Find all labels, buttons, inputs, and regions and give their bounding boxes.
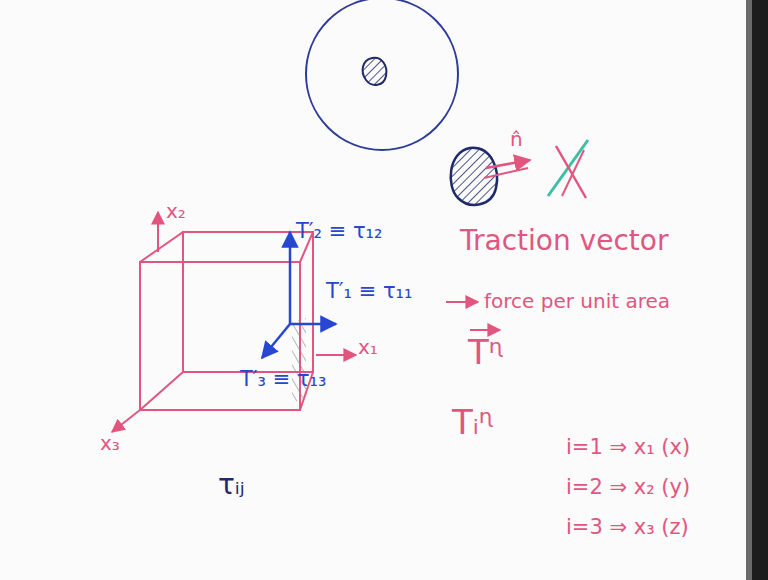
normal-arrow [484, 168, 528, 178]
board-frame [752, 0, 768, 580]
component-symbol: Tᵢᶯ [452, 404, 495, 441]
traction-arrow [262, 324, 290, 358]
traction-arrow [289, 232, 292, 324]
vector-arrow [470, 329, 500, 331]
vector-symbol: Tᶯ [468, 334, 505, 371]
tensor-symbol: τᵢⱼ [218, 470, 245, 501]
shaded-face [292, 318, 306, 404]
board-edge [746, 0, 752, 580]
cross-mark [556, 146, 586, 198]
axis-label: x₁ [358, 336, 378, 358]
axis-arrow [112, 410, 140, 432]
stress-label: T′₃ ≡ τ₁₃ [240, 368, 326, 391]
pointer-arrow [446, 301, 478, 303]
stress-label: T′₁ ≡ τ₁₁ [326, 280, 412, 303]
normal-label: n̂ [510, 128, 523, 150]
axis-label: x₂ [166, 200, 186, 222]
cross-mark [562, 150, 584, 196]
normal-arrow [486, 160, 530, 168]
index-note: i=1 ⇒ x₁ (x) [566, 436, 690, 459]
axis-label: x₃ [100, 432, 120, 454]
stress-label: T′₂ ≡ τ₁₂ [296, 220, 382, 243]
body-outline [306, 0, 458, 150]
index-note: i=3 ⇒ x₃ (z) [566, 516, 689, 539]
traction-arrow [290, 323, 336, 326]
axis-arrow [157, 212, 159, 252]
axis-arrow [316, 354, 356, 356]
heading-note: Traction vector [460, 226, 668, 257]
hatched-element [363, 58, 387, 85]
index-note: i=2 ⇒ x₂ (y) [566, 476, 690, 499]
definition-note: force per unit area [484, 290, 670, 312]
